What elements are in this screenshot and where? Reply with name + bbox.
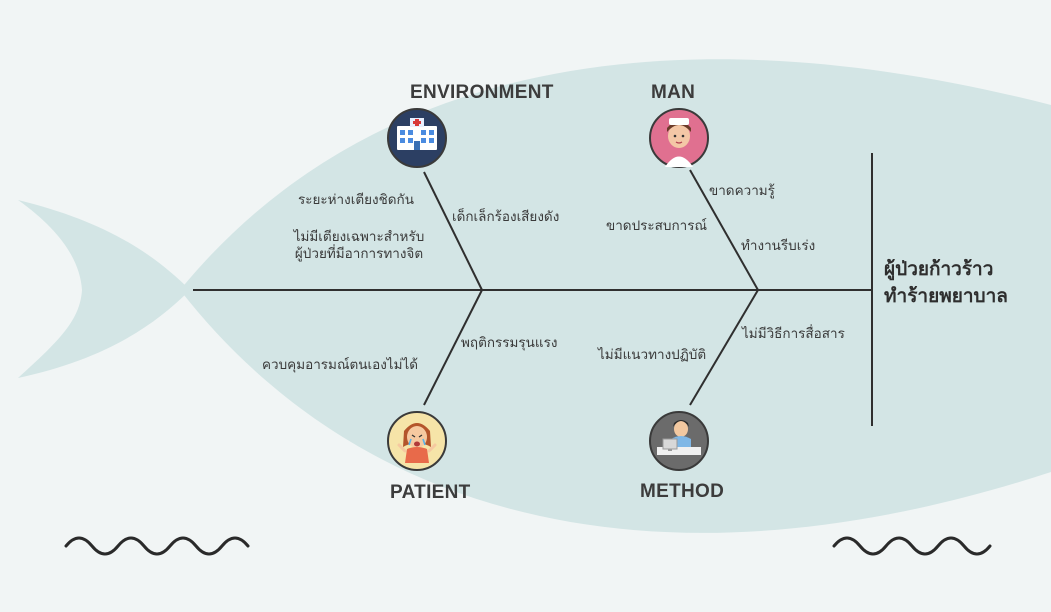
cause-text: ขาดประสบการณ์ [606, 218, 707, 234]
effect-title: ผู้ป่วยก้าวร้าว [884, 258, 994, 280]
fish-tail [18, 200, 190, 378]
cause-text: ขาดความรู้ [709, 183, 775, 199]
cause-text: พฤติกรรมรุนแรง [461, 335, 558, 351]
cause-text: ควบคุมอารมณ์ตนเองไม่ได้ [262, 357, 419, 373]
cause-text: ระยะห่างเตียงชิดกัน [298, 192, 414, 208]
fish-body [180, 59, 1051, 533]
effect-title: ทำร้ายพยาบาล [884, 285, 1008, 307]
office-worker-icon [649, 411, 709, 471]
cause-text: ไม่มีแนวทางปฏิบัติ [598, 347, 707, 363]
nurse-icon [649, 108, 709, 168]
rib-man [689, 169, 759, 291]
category-label-man: MAN [651, 82, 696, 103]
rib-environment [423, 171, 483, 291]
hospital-icon [387, 108, 447, 168]
cause-text: ทำงานรีบเร่ง [741, 238, 816, 254]
wave-icon [64, 536, 250, 556]
category-label-patient: PATIENT [390, 482, 471, 503]
category-label-environment: ENVIRONMENT [410, 82, 554, 103]
cause-text: ไม่มีวิธีการสื่อสาร [742, 326, 845, 342]
cause-text: ผู้ป่วยที่มีอาการทางจิต [294, 246, 424, 262]
cause-text: ไม่มีเตียงเฉพาะสำหรับ [293, 229, 425, 245]
rib-patient [423, 289, 483, 406]
cause-text: เด็กเล็กร้องเสียงดัง [452, 209, 560, 225]
wave-icon [832, 536, 992, 556]
crying-child-icon [387, 411, 447, 471]
category-label-method: METHOD [640, 481, 725, 502]
rib-method [689, 289, 759, 406]
